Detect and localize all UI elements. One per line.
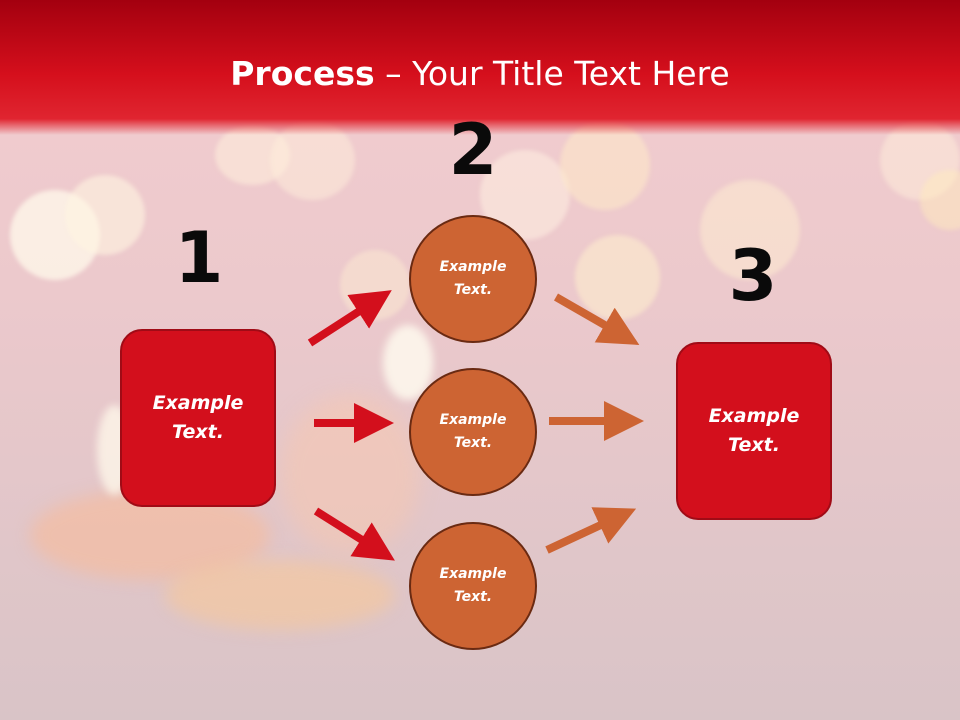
- step-number-3: 3: [728, 235, 778, 317]
- bokeh-light: [575, 235, 660, 320]
- step-number-1: 1: [174, 217, 224, 299]
- title-bar: [0, 0, 960, 135]
- slide-title: Process – Your Title Text Here: [0, 52, 960, 96]
- bokeh-light: [700, 180, 800, 280]
- candle-flame: [383, 325, 433, 400]
- step-2-circle-bottom: Example Text.: [409, 522, 537, 650]
- step-3-box: Example Text.: [676, 342, 832, 520]
- arrow-1-to-2-top: [307, 290, 392, 347]
- arrow-2-top-to-3: [554, 293, 640, 345]
- bokeh-light: [920, 170, 960, 230]
- bokeh-light: [65, 175, 145, 255]
- bokeh-light: [560, 120, 650, 210]
- title-rest: – Your Title Text Here: [374, 54, 730, 93]
- step-1-box: Example Text.: [120, 329, 276, 507]
- step-2-circle-top: Example Text.: [409, 215, 537, 343]
- step-1-label: Example Text.: [152, 392, 244, 443]
- arrow-1-to-2-bottom: [313, 507, 395, 561]
- step-3-label: Example Text.: [708, 405, 800, 456]
- step-2-item-label: Example Text.: [439, 566, 507, 605]
- arrow-2-bottom-to-3: [545, 507, 637, 554]
- candle-glow: [165, 560, 395, 630]
- step-2-item-label: Example Text.: [439, 412, 507, 451]
- step-2-circle-middle: Example Text.: [409, 368, 537, 496]
- title-bold: Process: [230, 54, 375, 93]
- step-2-item-label: Example Text.: [439, 259, 507, 298]
- step-number-2: 2: [448, 109, 498, 191]
